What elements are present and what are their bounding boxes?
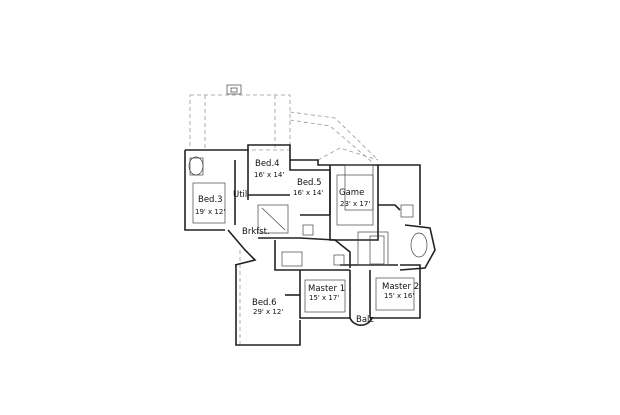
room-label-bed5: Bed.5 — [297, 178, 322, 188]
room-size-bed4: 16' x 14' — [254, 171, 284, 179]
room-label-brkfst: Brkfst. — [242, 227, 270, 237]
room-size-bed6: 29' x 12' — [253, 308, 283, 316]
room-label-bed6: Bed.6 — [252, 298, 277, 308]
room-label-balc: Balc — [356, 315, 374, 325]
room-size-game: 23' x 17' — [340, 200, 370, 208]
room-label-util: Util — [233, 190, 247, 200]
room-size-master2: 15' x 16' — [384, 292, 414, 300]
room-label-master2: Master 2 — [382, 282, 419, 292]
walls — [184, 144, 436, 346]
room-size-master1: 15' x 17' — [309, 294, 339, 302]
room-size-bed5: 16' x 14' — [293, 189, 323, 197]
room-label-master1: Master 1 — [308, 284, 345, 294]
room-size-bed3: 19' x 12' — [195, 208, 225, 216]
room-label-bed4: Bed.4 — [255, 159, 280, 169]
room-rugs — [192, 174, 415, 313]
fixtures — [188, 156, 428, 267]
room-label-bed3: Bed.3 — [198, 195, 223, 205]
room-label-game: Game — [339, 188, 364, 198]
